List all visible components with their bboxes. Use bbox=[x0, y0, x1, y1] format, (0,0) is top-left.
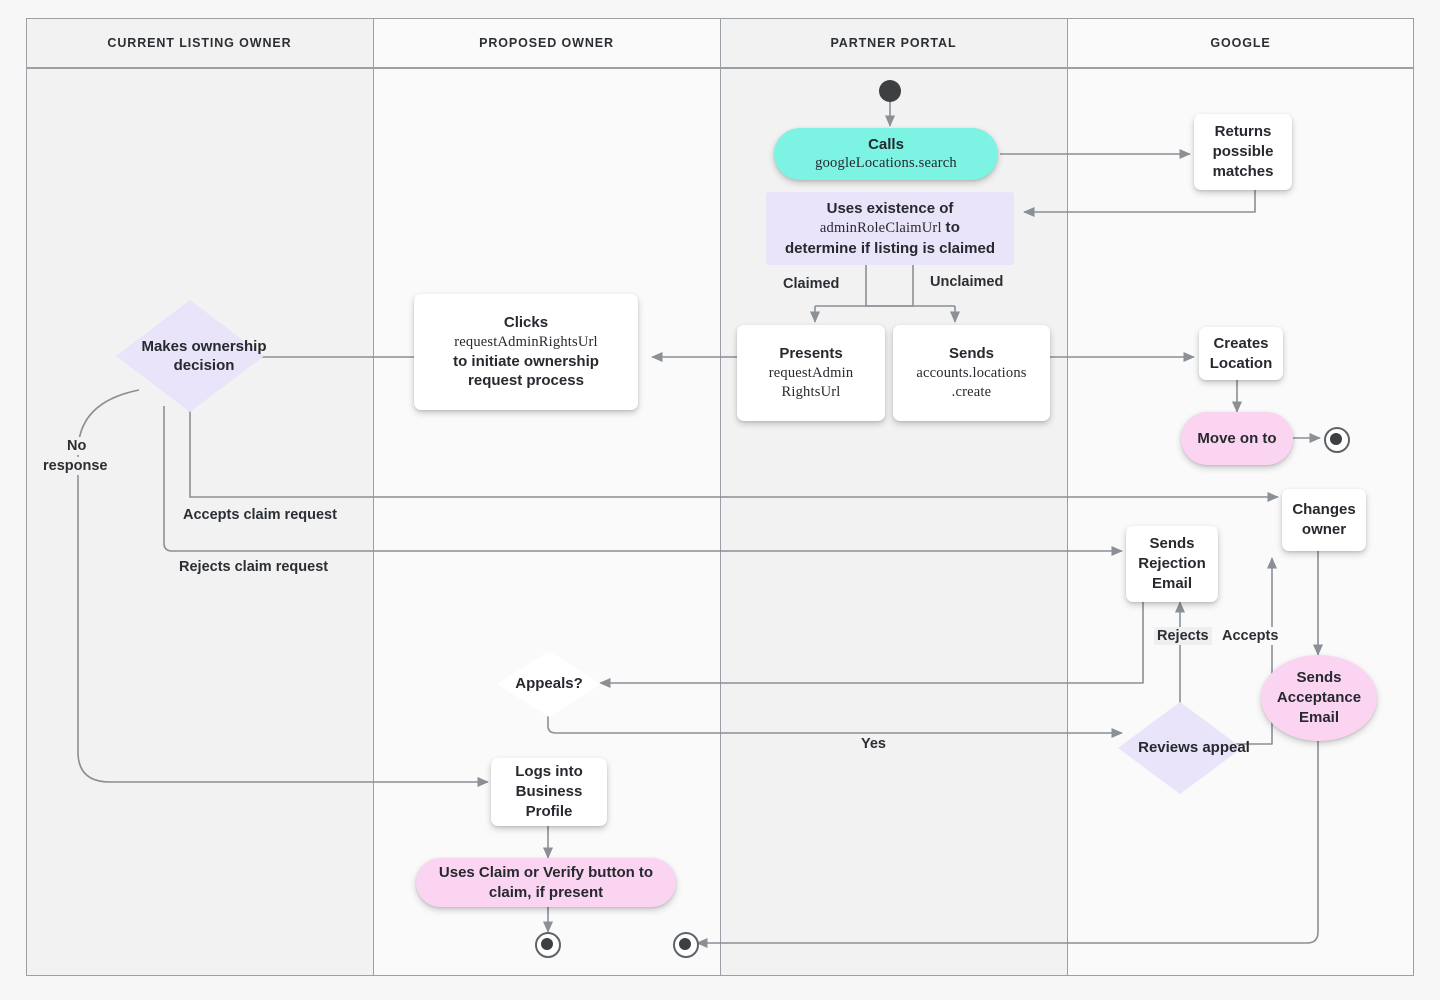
end-node-google bbox=[1324, 427, 1350, 453]
node-sends-accounts-locations-create[interactable]: Sends accounts.locations .create bbox=[893, 325, 1050, 421]
node-line-1: Uses Claim or Verify button to bbox=[438, 863, 654, 881]
node-label: Returns possible matches bbox=[1212, 123, 1274, 180]
start-node-partner-portal bbox=[879, 80, 901, 102]
lane-header-proposed-owner: PROPOSED OWNER bbox=[373, 18, 720, 68]
node-label: Appeals? bbox=[515, 675, 583, 693]
node-label: Changes owner bbox=[1292, 501, 1356, 538]
edge-label-accepts-claim-request: Accepts claim request bbox=[180, 506, 340, 525]
node-line-2: accounts.locations bbox=[916, 364, 1027, 381]
node-line-2: adminRoleClaimUrl to bbox=[820, 218, 960, 238]
node-label: Sends Acceptance Email bbox=[1276, 669, 1362, 726]
edge-label-claimed: Claimed bbox=[780, 275, 843, 294]
edge-label-yes: Yes bbox=[858, 735, 889, 754]
node-line-1: Sends bbox=[948, 344, 994, 362]
node-uses-existence-of-admin-role-claim-url[interactable]: Uses existence of adminRoleClaimUrl to d… bbox=[766, 192, 1014, 265]
node-line-3: .create bbox=[951, 383, 992, 400]
edge-label-rejects: Rejects bbox=[1154, 627, 1212, 646]
lane-header-partner-portal: PARTNER PORTAL bbox=[720, 18, 1067, 68]
node-line-2: claim, if present bbox=[488, 883, 604, 901]
lane-title: PARTNER PORTAL bbox=[830, 35, 957, 50]
node-line-2: requestAdminRightsUrl bbox=[454, 333, 598, 350]
edge-label-rejects-claim-request: Rejects claim request bbox=[176, 558, 332, 577]
node-label: Logs into Business Profile bbox=[515, 763, 583, 820]
node-presents-request-admin-rights-url[interactable]: Presents requestAdmin RightsUrl bbox=[737, 325, 885, 421]
node-calls-google-locations-search[interactable]: Calls googleLocations.search bbox=[774, 128, 998, 180]
edge-label-no-response-line2: response bbox=[40, 457, 111, 476]
edge-label-unclaimed: Unclaimed bbox=[927, 273, 1007, 292]
node-changes-owner[interactable]: Changes owner bbox=[1282, 489, 1366, 551]
node-appeals-decision[interactable]: Appeals? bbox=[497, 651, 601, 717]
end-node-proposed-owner bbox=[535, 932, 561, 958]
node-label: Move on to bbox=[1197, 429, 1277, 447]
lane-top-border bbox=[26, 18, 1414, 19]
node-line-3: RightsUrl bbox=[781, 383, 841, 400]
node-line-2-tail: to bbox=[945, 219, 961, 237]
node-label: Makes ownership decision bbox=[141, 337, 267, 375]
lane-current-listing-owner bbox=[26, 18, 373, 976]
node-line-3: to initiate ownership bbox=[453, 352, 599, 370]
node-returns-possible-matches[interactable]: Returns possible matches bbox=[1194, 114, 1292, 190]
lane-header-google: GOOGLE bbox=[1067, 18, 1414, 68]
node-label: Sends Rejection Email bbox=[1138, 535, 1206, 592]
node-move-on-to[interactable]: Move on to bbox=[1181, 412, 1293, 465]
lane-proposed-owner bbox=[373, 18, 720, 976]
node-reviews-appeal[interactable]: Reviews appeal bbox=[1118, 702, 1250, 794]
node-makes-ownership-decision[interactable]: Makes ownership decision bbox=[116, 300, 267, 412]
node-sends-rejection-email[interactable]: Sends Rejection Email bbox=[1126, 526, 1218, 602]
node-label: Creates Location bbox=[1209, 334, 1273, 372]
lane-title: GOOGLE bbox=[1210, 35, 1271, 50]
node-creates-location[interactable]: Creates Location bbox=[1199, 327, 1283, 380]
node-line-2-code: googleLocations.search bbox=[815, 155, 957, 172]
node-clicks-request-admin-rights-url[interactable]: Clicks requestAdminRightsUrl to initiate… bbox=[414, 294, 638, 410]
node-line-3: determine if listing is claimed bbox=[784, 239, 996, 257]
lane-header-border bbox=[26, 68, 1414, 69]
node-line-2: requestAdmin bbox=[768, 364, 854, 381]
lane-title: PROPOSED OWNER bbox=[479, 35, 614, 50]
node-logs-into-business-profile[interactable]: Logs into Business Profile bbox=[491, 758, 607, 826]
lane-bottom-border bbox=[26, 975, 1414, 976]
edge-label-no-response-line1: No bbox=[64, 437, 90, 456]
node-sends-acceptance-email[interactable]: Sends Acceptance Email bbox=[1261, 655, 1377, 741]
node-line-1: Presents bbox=[779, 344, 843, 362]
node-label: Reviews appeal bbox=[1138, 739, 1250, 757]
end-node-partner-portal bbox=[673, 932, 699, 958]
lane-header-current-listing-owner: CURRENT LISTING OWNER bbox=[26, 18, 373, 68]
lane-title: CURRENT LISTING OWNER bbox=[107, 35, 292, 50]
node-line-1: Calls bbox=[868, 135, 904, 153]
code-token: adminRoleClaimUrl bbox=[819, 220, 942, 237]
node-line-4: request process bbox=[468, 372, 584, 390]
node-uses-claim-or-verify-button[interactable]: Uses Claim or Verify button to claim, if… bbox=[416, 858, 676, 907]
edge-label-accepts: Accepts bbox=[1219, 627, 1282, 646]
node-line-1: Uses existence of bbox=[826, 199, 954, 217]
node-line-1: Clicks bbox=[503, 313, 549, 331]
